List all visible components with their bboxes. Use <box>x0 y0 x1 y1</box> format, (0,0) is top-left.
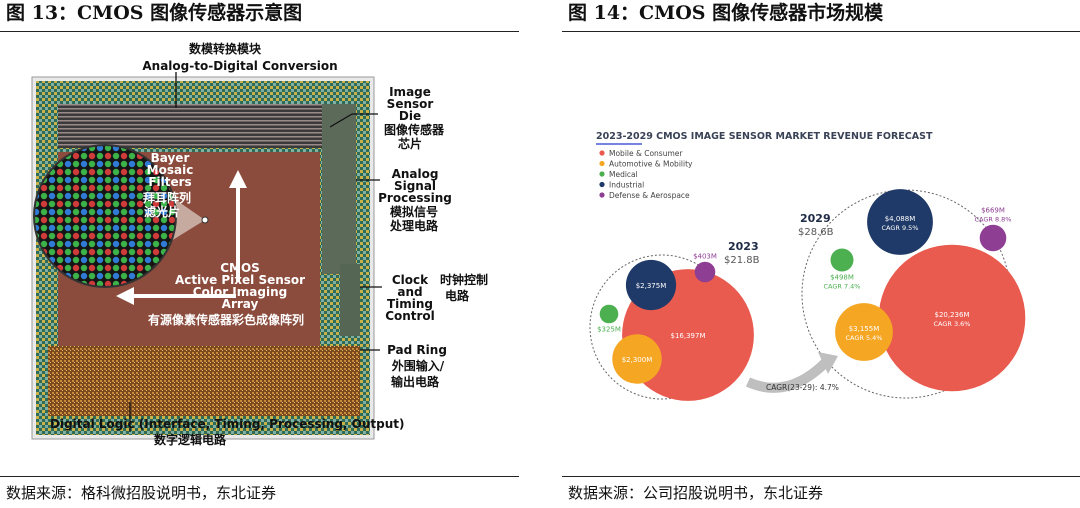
source-rule-right <box>562 476 1080 477</box>
cagr-total-label: CAGR(23-29): 4.7% <box>766 383 839 392</box>
total-2029-label: $28.6B <box>798 227 834 238</box>
bubble-value-label: $3,155M <box>849 325 880 333</box>
legend-swatch <box>599 192 605 198</box>
bubble-value-label: $2,300M <box>622 356 653 364</box>
clock-label-en-2: and <box>397 285 423 299</box>
legend-label: Industrial <box>609 181 644 190</box>
analog-label-en-1: Analog <box>391 167 439 181</box>
bubble-2023 <box>694 261 716 283</box>
bubble-2029 <box>878 244 1026 392</box>
legend-label: Defense & Aerospace <box>609 191 690 200</box>
cagr-arrow-head <box>818 352 838 374</box>
source-rule-left <box>0 476 519 477</box>
clock-label-en-3: Timing <box>386 297 434 311</box>
total-2023-label: $21.8B <box>724 255 760 266</box>
figure-13-source: 数据来源：格科微招股说明书，东北证券 <box>6 484 277 502</box>
die-label-en-3: Die <box>398 109 422 123</box>
array-label-en-4: Array <box>221 297 259 311</box>
chart-title: 2023-2029 CMOS IMAGE SENSOR MARKET REVEN… <box>596 131 933 142</box>
bubble-value-label: $4,088M <box>885 215 916 223</box>
figure-13-title: 图 13：CMOS 图像传感器示意图 <box>6 2 303 24</box>
bubble-value-label: $669M <box>981 207 1005 215</box>
bayer-label-cn-1: 拜耳阵列 <box>142 191 191 205</box>
bubble-chart-svg: 2023-2029 CMOS IMAGE SENSOR MARKET REVEN… <box>588 122 1066 404</box>
bubble-2023 <box>599 304 619 324</box>
figure-14-source: 数据来源：公司招股说明书，东北证券 <box>568 484 824 502</box>
legend-label: Automotive & Mobility <box>609 160 693 169</box>
adc-label-en: Analog-to-Digital Conversion <box>142 59 338 73</box>
legend-swatch <box>599 171 605 177</box>
legend-swatch <box>599 181 605 188</box>
legend-label: Medical <box>609 170 638 179</box>
bubble-value-label: $403M <box>693 253 717 261</box>
bayer-label-en-3: Filters <box>148 175 192 189</box>
bubble-cagr-label: CAGR 8.8% <box>974 216 1011 224</box>
analog-label-en-3: Processing <box>378 191 452 205</box>
analog-label-cn-2: 处理电路 <box>389 219 438 233</box>
die-illustration <box>31 72 382 440</box>
array-label-cn: 有源像素传感器彩色成像阵列 <box>147 313 304 327</box>
bayer-label-en-1: Bayer <box>150 151 190 165</box>
cmos-sensor-diagram: 数模转换模块 Analog-to-Digital Conversion Imag… <box>0 32 519 476</box>
bayer-label-en-2: Mosaic <box>146 163 194 177</box>
adc-block <box>58 104 328 148</box>
legend-label: Mobile & Consumer <box>609 149 683 158</box>
bayer-label-cn-2: 滤光片 <box>143 205 180 219</box>
magnifier-origin <box>201 216 209 224</box>
die-label-en-2: Sensor <box>386 97 434 111</box>
clock-label-en-4: Control <box>385 309 435 323</box>
die-label-en-1: Image <box>389 85 431 99</box>
bubble-2029 <box>867 189 933 255</box>
analog-label-cn-1: 模拟信号 <box>389 205 438 219</box>
bubble-cagr-label: CAGR 3.6% <box>933 320 970 328</box>
bubble-value-label: $325M <box>597 325 621 333</box>
array-label-en-3: Color Imaging <box>192 285 288 299</box>
title-rule-right <box>562 31 1080 32</box>
bubble-2023 <box>625 259 677 311</box>
logic-label-en: Digital Logic (Interface, Timing, Proces… <box>50 417 405 431</box>
clock-label-cn-2: 电路 <box>444 289 469 303</box>
bubble-2023 <box>612 334 662 384</box>
digital-logic-block <box>48 346 360 416</box>
bubble-cagr-label: CAGR 7.4% <box>823 282 860 290</box>
bubble-value-label: $2,375M <box>636 282 667 290</box>
array-label-en-1: CMOS <box>220 261 260 275</box>
bayer-filter-lens <box>35 146 175 286</box>
pad-label-cn-2: 输出电路 <box>390 375 439 389</box>
analog-block <box>322 104 356 274</box>
legend-swatch <box>599 150 605 156</box>
die-label-cn-2: 芯片 <box>397 137 422 151</box>
bubble-2029 <box>979 224 1007 252</box>
clock-label-en-1: Clock <box>391 273 429 287</box>
bubble-value-label: $16,397M <box>671 332 706 340</box>
analog-label-en-2: Signal <box>393 179 437 193</box>
array-label-en-2: Active Pixel Sensor <box>175 273 306 287</box>
year-2023-label: 2023 <box>728 240 759 253</box>
bubble-cagr-label: CAGR 5.4% <box>845 334 882 342</box>
legend-swatch <box>599 160 605 167</box>
bubble-value-label: $20,236M <box>935 311 970 319</box>
year-2029-label: 2029 <box>800 212 831 225</box>
bubbles: $16,397M $2,300M $325M $2,375M $403M $20,236M… <box>597 189 1026 401</box>
bubble-2029 <box>835 303 893 361</box>
clock-label-cn-1: 时钟控制 <box>439 273 488 287</box>
figure-14-title: 图 14：CMOS 图像传感器市场规模 <box>568 2 884 24</box>
adc-label-cn: 数模转换模块 <box>188 42 261 56</box>
pad-label-cn-1: 外围输入/ <box>391 359 445 373</box>
logic-label-cn: 数字逻辑电路 <box>153 433 226 447</box>
left-arrow-head <box>116 287 134 305</box>
bubble-2029 <box>830 248 854 272</box>
up-arrow-head <box>229 170 247 188</box>
title-rule-left <box>0 31 519 32</box>
pad-label-en: Pad Ring <box>387 343 447 357</box>
cagr-arrow-body <box>745 358 830 393</box>
bubble-value-label: $498M <box>830 273 854 281</box>
bubble-cagr-label: CAGR 9.5% <box>881 224 918 232</box>
clock-block <box>340 264 360 336</box>
die-label-cn-1: 图像传感器 <box>383 123 444 137</box>
market-forecast-chart: 2023-2029 CMOS IMAGE SENSOR MARKET REVEN… <box>562 32 1080 476</box>
